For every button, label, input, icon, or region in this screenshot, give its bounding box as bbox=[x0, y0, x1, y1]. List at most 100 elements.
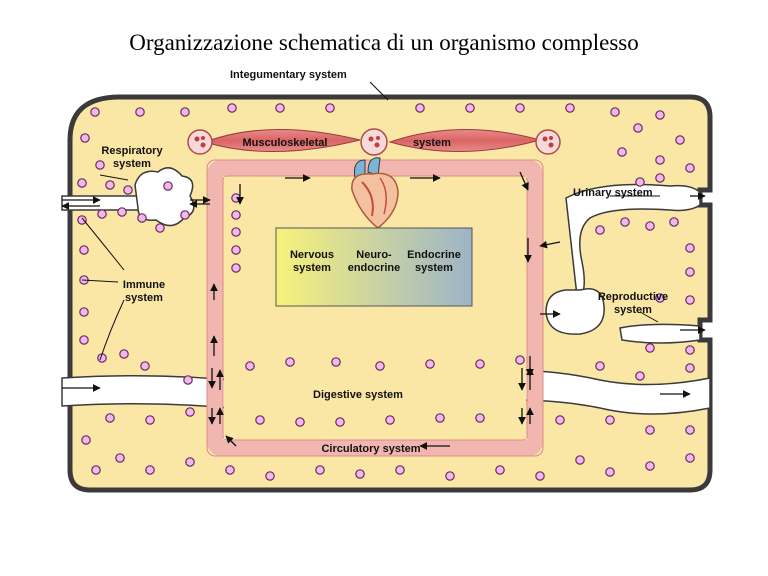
cell-dot bbox=[605, 467, 615, 477]
cell-dot bbox=[645, 425, 655, 435]
nervous-endocrine-box bbox=[275, 227, 473, 307]
label-musculoskeletal: Musculoskeletal bbox=[243, 137, 328, 149]
cell-dot bbox=[91, 465, 101, 475]
cell-dot bbox=[79, 335, 89, 345]
bladder-shape bbox=[545, 288, 605, 335]
cell-dot bbox=[77, 178, 87, 188]
cell-dot bbox=[180, 107, 190, 117]
label-nervous-2: system bbox=[293, 262, 331, 274]
cell-dot bbox=[655, 293, 665, 303]
page-title: Organizzazione schematica di un organism… bbox=[129, 30, 639, 55]
cell-dot bbox=[183, 375, 193, 385]
cells-layer bbox=[77, 103, 695, 481]
label-endocrine-1: Endocrine bbox=[407, 249, 461, 261]
cell-dot bbox=[475, 359, 485, 369]
cell-dot bbox=[140, 361, 150, 371]
cell-dot bbox=[145, 415, 155, 425]
cell-dot bbox=[595, 361, 605, 371]
label-musculoskeletal-system: system bbox=[413, 137, 451, 149]
cell-dot bbox=[185, 407, 195, 417]
cell-dot bbox=[275, 103, 285, 113]
cell-dot bbox=[81, 435, 91, 445]
label-neuro-1: Neuro- bbox=[356, 249, 392, 261]
bone-cross-section bbox=[360, 128, 388, 156]
cell-dot bbox=[395, 465, 405, 475]
cell-dot bbox=[685, 163, 695, 173]
leader-lines bbox=[81, 81, 660, 361]
cell-dot bbox=[375, 361, 385, 371]
cell-dot bbox=[535, 471, 545, 481]
arrows-layer bbox=[61, 171, 706, 450]
flow-arrow bbox=[519, 171, 529, 191]
cell-dot bbox=[79, 307, 89, 317]
cell-dot bbox=[325, 103, 335, 113]
cell-dot bbox=[227, 103, 237, 113]
cell-dot bbox=[515, 103, 525, 113]
cell-dot bbox=[231, 245, 241, 255]
bone-cross-section bbox=[535, 129, 561, 155]
cell-dot bbox=[685, 425, 695, 435]
label-circulatory: Circulatory system bbox=[321, 443, 420, 455]
cell-dot bbox=[685, 453, 695, 463]
cell-dot bbox=[635, 371, 645, 381]
cell-dot bbox=[145, 465, 155, 475]
label-integumentary: Integumentary system bbox=[230, 69, 347, 81]
bone-cross-section bbox=[187, 129, 213, 155]
cell-dot bbox=[163, 181, 173, 191]
muscle-left bbox=[203, 128, 361, 153]
cell-dot bbox=[465, 103, 475, 113]
cell-dot bbox=[255, 415, 265, 425]
cell-dot bbox=[137, 213, 147, 223]
cell-dot bbox=[565, 103, 575, 113]
cell-dot bbox=[655, 155, 665, 165]
label-respiratory-1: Respiratory bbox=[101, 145, 163, 157]
cell-dot bbox=[685, 363, 695, 373]
cell-dot bbox=[231, 193, 241, 203]
cell-dot bbox=[685, 267, 695, 277]
cell-dot bbox=[123, 185, 133, 195]
cell-dot bbox=[105, 180, 115, 190]
cell-dot bbox=[475, 413, 485, 423]
cell-dot bbox=[231, 227, 241, 237]
cell-dot bbox=[595, 225, 605, 235]
cell-dot bbox=[180, 210, 190, 220]
cell-dot bbox=[90, 107, 100, 117]
cell-dot bbox=[315, 465, 325, 475]
cell-dot bbox=[633, 123, 643, 133]
cell-dot bbox=[97, 209, 107, 219]
cell-dot bbox=[617, 147, 627, 157]
label-reproductive-2: system bbox=[614, 304, 652, 316]
cell-dot bbox=[77, 215, 87, 225]
respiratory-channel bbox=[61, 195, 146, 211]
cell-dot bbox=[185, 457, 195, 467]
cell-dot bbox=[385, 415, 395, 425]
cell-dot bbox=[95, 160, 105, 170]
label-nervous-1: Nervous bbox=[290, 249, 334, 261]
cell-dot bbox=[231, 263, 241, 273]
cell-dot bbox=[225, 465, 235, 475]
cell-dot bbox=[575, 455, 585, 465]
lung-shape bbox=[134, 167, 195, 227]
cell-dot bbox=[675, 135, 685, 145]
cell-dot bbox=[645, 461, 655, 471]
heart-icon bbox=[351, 157, 399, 229]
cell-dot bbox=[620, 217, 630, 227]
cell-dot bbox=[265, 471, 275, 481]
cell-dot bbox=[115, 453, 125, 463]
cell-dot bbox=[119, 349, 129, 359]
cell-dot bbox=[295, 417, 305, 427]
cell-dot bbox=[415, 103, 425, 113]
cell-dot bbox=[685, 243, 695, 253]
flow-arrow bbox=[225, 435, 237, 447]
cell-dot bbox=[335, 417, 345, 427]
cell-dot bbox=[155, 223, 165, 233]
cell-dot bbox=[435, 413, 445, 423]
cell-dot bbox=[231, 210, 241, 220]
label-neuro-2: endocrine bbox=[348, 262, 401, 274]
cell-dot bbox=[425, 359, 435, 369]
bone-marrow-dots bbox=[194, 136, 554, 148]
cell-dot bbox=[495, 465, 505, 475]
cell-dot bbox=[555, 415, 565, 425]
cell-dot bbox=[135, 107, 145, 117]
